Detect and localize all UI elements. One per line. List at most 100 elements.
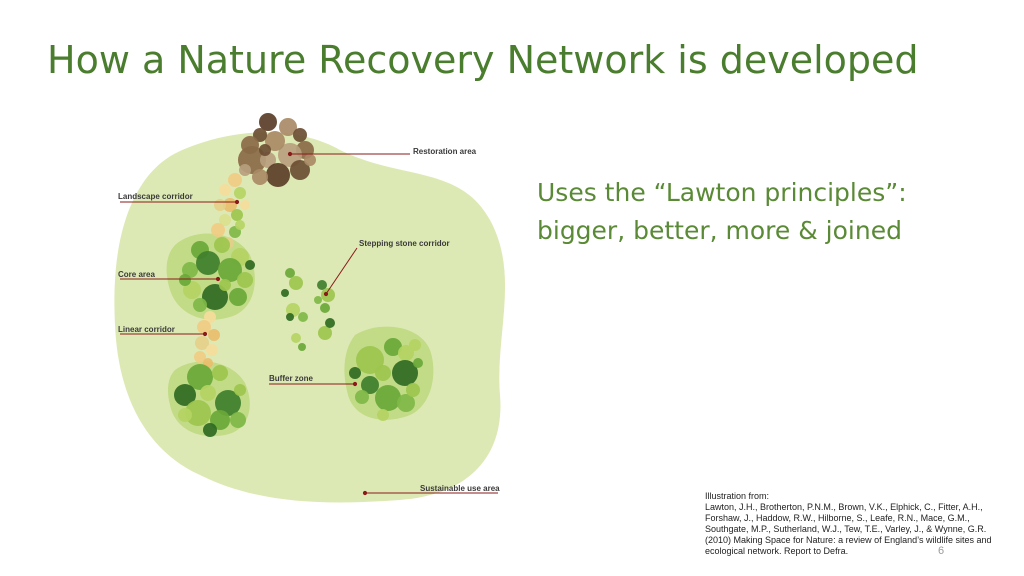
habitat-patch (195, 336, 209, 350)
habitat-patch (349, 367, 361, 379)
sustainable-use-area (114, 132, 506, 503)
habitat-patch (286, 313, 294, 321)
habitat-patch (235, 220, 245, 230)
habitat-patch (398, 345, 414, 361)
label-core-area: Core area (118, 270, 155, 279)
habitat-patch (187, 364, 213, 390)
habitat-patch (321, 288, 335, 302)
habitat-patch (304, 154, 316, 166)
label-restoration-area: Restoration area (413, 147, 477, 156)
habitat-patch (375, 365, 391, 381)
habitat-patch (260, 152, 276, 168)
leader-lines (120, 151, 498, 496)
label-stepping-stone-corridor: Stepping stone corridor (359, 239, 450, 248)
habitat-patch (240, 200, 250, 210)
nature-recovery-network-diagram: Restoration area Landscape corridor Step… (114, 113, 506, 503)
buffer-zone-leader-dot (352, 381, 358, 387)
citation-text: Lawton, J.H., Brotherton, P.N.M., Brown,… (705, 502, 992, 556)
habitat-patch (265, 131, 285, 151)
lawton-principles-text: Uses the “Lawton principles”: bigger, be… (537, 174, 907, 250)
stepping-stone-leader-dot (323, 291, 329, 297)
habitat-patch (194, 351, 206, 363)
habitat-patch (234, 384, 246, 396)
sustainable-use-leader-dot (362, 490, 368, 496)
habitat-patch (208, 329, 220, 341)
slide-title: How a Nature Recovery Network is develop… (47, 38, 919, 82)
habitat-patch (211, 223, 225, 237)
habitat-patch (279, 118, 297, 136)
habitat-patch (206, 344, 218, 356)
habitat-patch (259, 113, 277, 131)
habitat-patch (234, 187, 246, 199)
habitat-patch (285, 268, 295, 278)
habitat-patch (320, 303, 330, 313)
citation: Illustration from: Lawton, J.H., Brother… (705, 491, 1010, 557)
habitat-patch (317, 280, 327, 290)
habitat-patch (259, 144, 271, 156)
habitat-patch (174, 384, 196, 406)
habitat-patch (289, 276, 303, 290)
habitat-patch (252, 169, 268, 185)
habitat-patch (293, 128, 307, 142)
habitat-patch (197, 320, 211, 334)
habitat-patch (214, 237, 230, 253)
habitat-patch (397, 394, 415, 412)
habitat-patch (298, 312, 308, 322)
label-landscape-corridor: Landscape corridor (118, 192, 193, 201)
subtitle-line-1: Uses the “Lawton principles”: (537, 178, 907, 207)
label-linear-corridor: Linear corridor (118, 325, 175, 334)
label-buffer-zone: Buffer zone (269, 374, 314, 383)
habitat-patch (193, 298, 207, 312)
habitat-patch (229, 288, 247, 306)
habitat-patch (409, 339, 421, 351)
habitat-patch (185, 400, 211, 426)
linear-corridor-leader-dot (202, 331, 208, 337)
habitat-patch (202, 284, 228, 310)
core-area-leader-dot (215, 276, 221, 282)
habitat-patch (212, 365, 228, 381)
habitat-patch (203, 423, 217, 437)
habitat-patch (204, 311, 216, 323)
habitat-patch (281, 289, 289, 297)
habitat-patch (237, 272, 253, 288)
habitat-patch (245, 260, 255, 270)
habitat-patch (361, 376, 379, 394)
habitat-patch (219, 279, 231, 291)
habitat-patch (196, 251, 220, 275)
habitat-patch (218, 258, 242, 282)
habitat-patch (314, 296, 322, 304)
habitat-patch (231, 209, 243, 221)
habitat-patch (384, 338, 402, 356)
subtitle-line-2: bigger, better, more & joined (537, 216, 902, 245)
habitat-patch (228, 173, 242, 187)
habitat-patch (355, 390, 369, 404)
habitat-patch (178, 408, 192, 422)
habitat-patch (356, 346, 384, 374)
stepping-stone-leader-line (325, 247, 358, 295)
landscape-corridor-leader-dot (234, 199, 240, 205)
habitat-patch (377, 409, 389, 421)
habitat-patch (183, 281, 201, 299)
habitat-patch (179, 274, 191, 286)
restoration-leader-dot (287, 151, 293, 157)
habitat-patch (266, 163, 290, 187)
habitat-patch (210, 410, 230, 430)
citation-heading: Illustration from: (705, 491, 770, 501)
habitat-patch (182, 262, 198, 278)
habitat-patch (291, 333, 301, 343)
habitat-patch (375, 385, 401, 411)
habitat-patch (406, 383, 420, 397)
habitat-patch (318, 326, 332, 340)
habitat-patch (200, 385, 216, 401)
habitat-patch (230, 412, 246, 428)
page-number: 6 (938, 545, 945, 557)
habitat-patch (239, 164, 251, 176)
habitat-patch (214, 199, 226, 211)
habitat-patch (392, 360, 418, 386)
habitat-patch (219, 214, 231, 226)
habitat-patches (174, 113, 423, 437)
habitat-patch (298, 343, 306, 351)
habitat-patch (413, 358, 423, 368)
habitat-patch (215, 390, 241, 416)
habitat-patch (290, 160, 310, 180)
